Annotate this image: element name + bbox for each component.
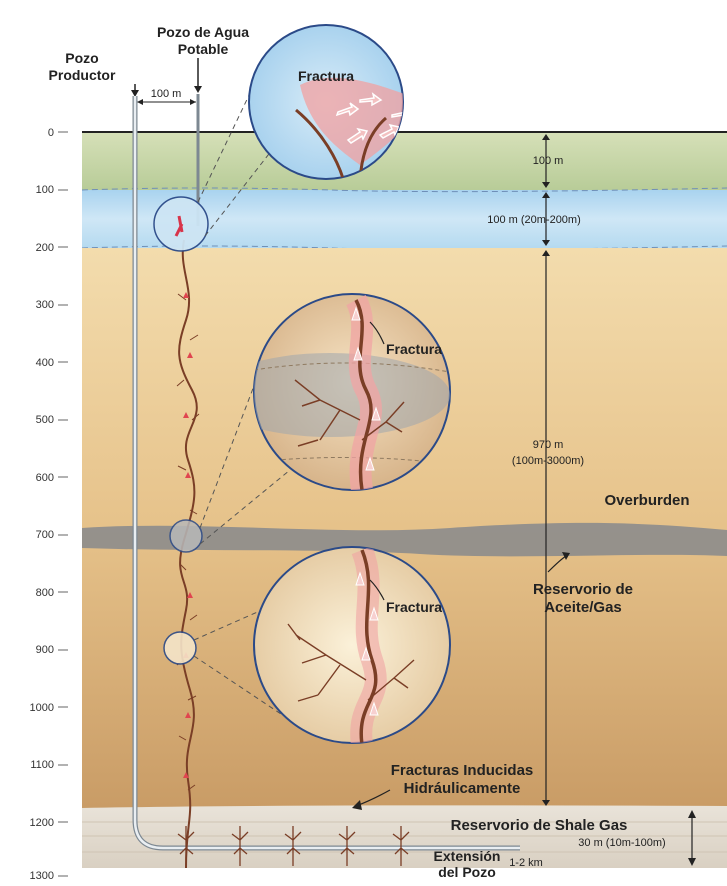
depth-tick-label: 1100 <box>30 759 54 771</box>
depth-tick-label: 0 <box>48 127 54 139</box>
depth-tick-label: 500 <box>36 414 54 426</box>
detail-circle-lower <box>254 547 450 745</box>
fractura-label-1: Fractura <box>298 68 354 84</box>
pozo-agua-arrowhead <box>194 86 202 93</box>
dim-aquifer-label: 100 m (20m-200m) <box>487 214 581 226</box>
reservorio-aceite-label: Reservorio de <box>533 581 633 598</box>
spacing-dimension <box>135 96 198 132</box>
fractura-label-3: Fractura <box>386 599 442 615</box>
depth-axis: 0 100 200 300 400 500 600 700 800 900 10… <box>30 127 68 881</box>
extension-length-label: 1-2 km <box>509 857 543 869</box>
fractura-label-2: Fractura <box>386 341 442 357</box>
depth-tick-label: 1200 <box>30 817 54 829</box>
reservorio-aceite-label-2: Aceite/Gas <box>544 599 622 616</box>
pozo-productor-label: Pozo <box>65 50 98 66</box>
dim-overburden-range: (100m-3000m) <box>512 455 584 467</box>
extension-label: Extensión <box>434 848 501 864</box>
depth-tick-label: 600 <box>36 472 54 484</box>
depth-tick-label: 1000 <box>30 702 54 714</box>
zoom-marker-overburden <box>164 632 196 664</box>
shale-reservoir-label: Reservorio de Shale Gas <box>451 817 628 834</box>
fracturas-inducidas-label: Fracturas Inducidas <box>391 762 534 779</box>
fracturas-inducidas-label-2: Hidráulicamente <box>404 780 521 797</box>
depth-tick-label: 100 <box>36 184 54 196</box>
depth-tick-label: 300 <box>36 299 54 311</box>
depth-tick-label: 1300 <box>30 870 54 881</box>
depth-tick-label: 700 <box>36 529 54 541</box>
pozo-agua-label: Pozo de Agua <box>157 24 249 40</box>
depth-tick-label: 200 <box>36 242 54 254</box>
dim-top-label: 100 m <box>533 155 564 167</box>
pozo-productor-arrowhead <box>131 90 139 97</box>
extension-label-2: del Pozo <box>438 864 496 880</box>
overburden-label: Overburden <box>604 492 689 509</box>
pozo-productor-label-2: Productor <box>49 67 116 83</box>
zoom-marker-oil-gas <box>170 520 202 552</box>
depth-tick-label: 400 <box>36 357 54 369</box>
spacing-label: 100 m <box>151 88 182 100</box>
dim-overburden-label: 970 m <box>533 439 564 451</box>
depth-tick-label: 900 <box>36 644 54 656</box>
pozo-agua-label-2: Potable <box>178 41 229 57</box>
depth-tick-label: 800 <box>36 587 54 599</box>
shale-thickness-label: 30 m (10m-100m) <box>578 837 665 849</box>
surface-layer <box>82 132 727 190</box>
